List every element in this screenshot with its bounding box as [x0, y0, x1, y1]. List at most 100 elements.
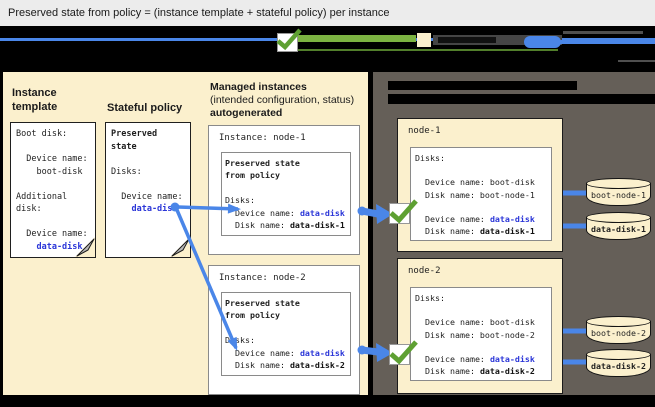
node1-label: node-1 — [408, 126, 441, 136]
disk-name-value: data-disk-2 — [479, 366, 535, 377]
device-name-line: Device name: data-disk — [225, 207, 345, 218]
top-strip-gray-line-tr — [563, 31, 643, 34]
folded-corner-icon — [75, 237, 95, 257]
disk-cylinder-data-disk-2: data-disk-2 — [586, 349, 651, 377]
redacted-heading-bar — [388, 94, 655, 104]
disk-name-line: Disk name: data-disk-1 — [415, 226, 535, 237]
top-strip-gray-line-br — [618, 60, 655, 62]
text-line: Disk name: boot-node-1 — [415, 189, 535, 200]
top-strip-cream-chip — [417, 33, 431, 47]
instance-template-heading: Instance template — [12, 87, 58, 113]
text-line: Device name: — [16, 154, 88, 164]
text-line: Boot disk: — [16, 129, 68, 139]
disk-name-line: Disk name: data-disk-1 — [225, 219, 345, 230]
node1-match-checkbox — [389, 199, 418, 224]
disk-label: data-disk-1 — [591, 224, 646, 234]
instance2-preserved-state-box: Preserved state from policy Disks: Devic… — [221, 292, 351, 376]
policy-data-disk-value: data-disk — [111, 204, 178, 214]
text-line — [415, 164, 547, 176]
disk-cylinder-boot-node-2: boot-node-2 — [586, 316, 651, 344]
disk-label: boot-node-1 — [591, 190, 646, 200]
text-line: Disks: — [225, 195, 255, 206]
text-line: Disks: — [111, 166, 142, 177]
check-icon — [389, 199, 418, 224]
cylinder-body — [586, 354, 651, 377]
top-strip-green-bar — [298, 35, 416, 42]
folded-corner-icon — [170, 237, 190, 257]
disk-name-line: Disk name: data-disk-2 — [225, 359, 345, 370]
device-name-line: Device name: data-disk — [415, 213, 535, 224]
text-line: Disks: — [225, 335, 255, 346]
top-strip-blue-line-right — [558, 40, 655, 44]
managed-heading-line3: autogenerated — [210, 107, 283, 119]
vm-node2-box: node-2 Disks: Device name: boot-disk Dis… — [397, 258, 563, 394]
top-strip-checkbox — [276, 28, 302, 52]
device-name-value: data-disk — [299, 207, 345, 218]
text-line: Device name: — [16, 229, 88, 239]
text-line — [225, 182, 347, 194]
check-icon — [276, 28, 302, 51]
cylinder-body — [586, 183, 651, 206]
stateful-policy-heading: Stateful policy — [107, 102, 183, 114]
instance1-label: Instance: node-1 — [219, 133, 306, 143]
disk-name-value: data-disk-1 — [479, 226, 535, 237]
text-line: state — [111, 141, 137, 152]
disk-label: data-disk-2 — [591, 361, 646, 371]
cylinder-top — [586, 178, 651, 189]
text-line: Preserved — [111, 129, 158, 139]
diagram-title: Preserved state from policy = (instance … — [8, 7, 390, 19]
instance-template-box: Boot disk: Device name: boot-disk Additi… — [10, 122, 96, 258]
cylinder-body — [586, 217, 651, 240]
text-line — [111, 153, 185, 166]
device-name-value: data-disk — [299, 347, 345, 358]
device-name-value: data-disk — [489, 353, 535, 364]
top-strip-dark-green-line — [292, 49, 558, 51]
text-line: Device name: boot-disk — [415, 177, 535, 188]
disk-name-line: Disk name: data-disk-2 — [415, 366, 535, 377]
text-line: Disk name: boot-node-2 — [415, 329, 535, 340]
managed-instance-node2-box: Instance: node-2 Preserved state from po… — [208, 265, 360, 395]
check-icon — [389, 340, 418, 365]
managed-instance-node1-box: Instance: node-1 Preserved state from po… — [208, 125, 360, 255]
text-line: Device name: — [111, 191, 183, 202]
disk-cylinder-boot-node-1: boot-node-1 — [586, 178, 651, 206]
cylinder-body — [586, 321, 651, 344]
cylinder-top — [586, 212, 651, 223]
node2-match-checkbox — [389, 340, 418, 365]
disk-name-value: data-disk-1 — [289, 219, 345, 230]
template-data-disk-value: data-disk — [16, 241, 83, 252]
disk-label: boot-node-2 — [591, 328, 646, 338]
text-line: Disks: — [415, 293, 445, 303]
vm-node1-box: node-1 Disks: Device name: boot-disk Dis… — [397, 118, 563, 252]
text-line — [415, 201, 547, 213]
text-line — [16, 178, 90, 191]
text-line: Additional — [16, 191, 68, 202]
cylinder-top — [586, 349, 651, 360]
managed-heading-line1: Managed instances — [210, 81, 307, 93]
managed-heading-line2: (intended configuration, status) — [210, 94, 355, 106]
text-line: Preserved state — [225, 298, 300, 308]
instance1-preserved-state-box: Preserved state from policy Disks: Devic… — [221, 152, 351, 236]
text-line — [16, 141, 90, 154]
disk-cylinder-data-disk-1: data-disk-1 — [586, 212, 651, 240]
text-line — [225, 322, 347, 334]
text-line: Preserved state — [225, 158, 300, 168]
managed-instances-heading: Managed instances (intended configuratio… — [210, 81, 354, 120]
text-line: boot-disk — [16, 166, 83, 177]
node2-disks-box: Disks: Device name: boot-disk Disk name:… — [410, 287, 552, 381]
cylinder-top — [586, 316, 651, 327]
redacted-heading-bar — [388, 81, 577, 90]
stateful-policy-box: Preserved state Disks: Device name: data… — [105, 122, 191, 258]
text-line: from policy — [225, 310, 280, 321]
node1-disks-box: Disks: Device name: boot-disk Disk name:… — [410, 147, 552, 241]
top-strip-blue-pill — [524, 36, 561, 48]
text-line — [415, 341, 547, 353]
text-line: Device name: boot-disk — [415, 317, 535, 328]
instance2-label: Instance: node-2 — [219, 273, 306, 283]
top-strip-gray-bar-blob — [438, 37, 496, 43]
top-strip-gray-bar — [433, 35, 562, 45]
device-name-value: data-disk — [489, 213, 535, 224]
text-line: disk: — [16, 204, 42, 214]
text-line — [16, 216, 90, 229]
